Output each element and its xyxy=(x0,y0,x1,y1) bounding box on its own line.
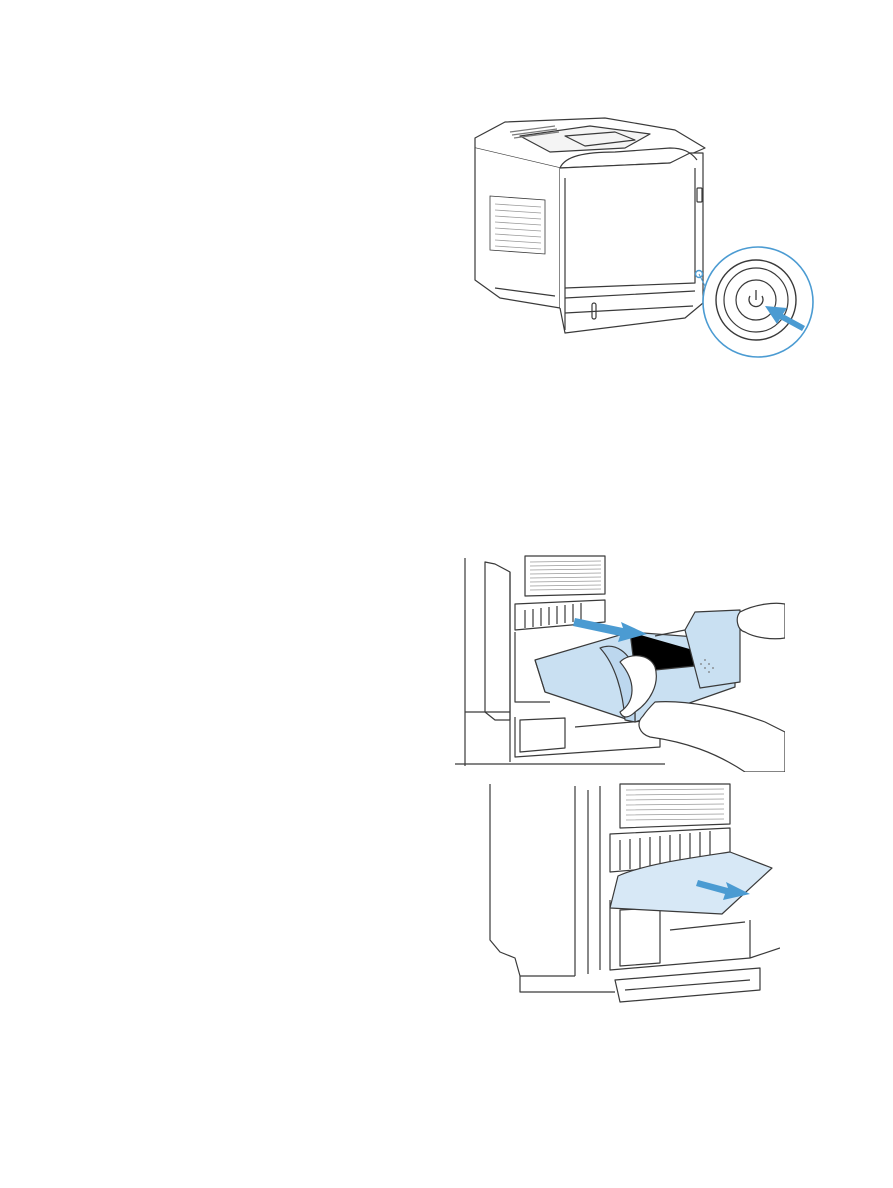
push-arrow-icon xyxy=(765,306,805,331)
printer-drawing xyxy=(474,117,814,358)
hands xyxy=(619,602,785,772)
power-button-callout xyxy=(702,246,814,358)
jammed-paper xyxy=(609,851,773,915)
power-icon xyxy=(748,290,764,308)
printer-power-button-illustration xyxy=(465,108,823,376)
pull-arrow-icon xyxy=(573,618,647,642)
duplexer-drawing xyxy=(455,555,785,772)
remove-jammed-paper-illustration xyxy=(460,780,780,1008)
pull-arrow-icon xyxy=(696,880,750,900)
paper-drawing xyxy=(489,783,780,1003)
vent-grille xyxy=(489,195,546,255)
remove-duplexer-illustration xyxy=(455,552,785,772)
